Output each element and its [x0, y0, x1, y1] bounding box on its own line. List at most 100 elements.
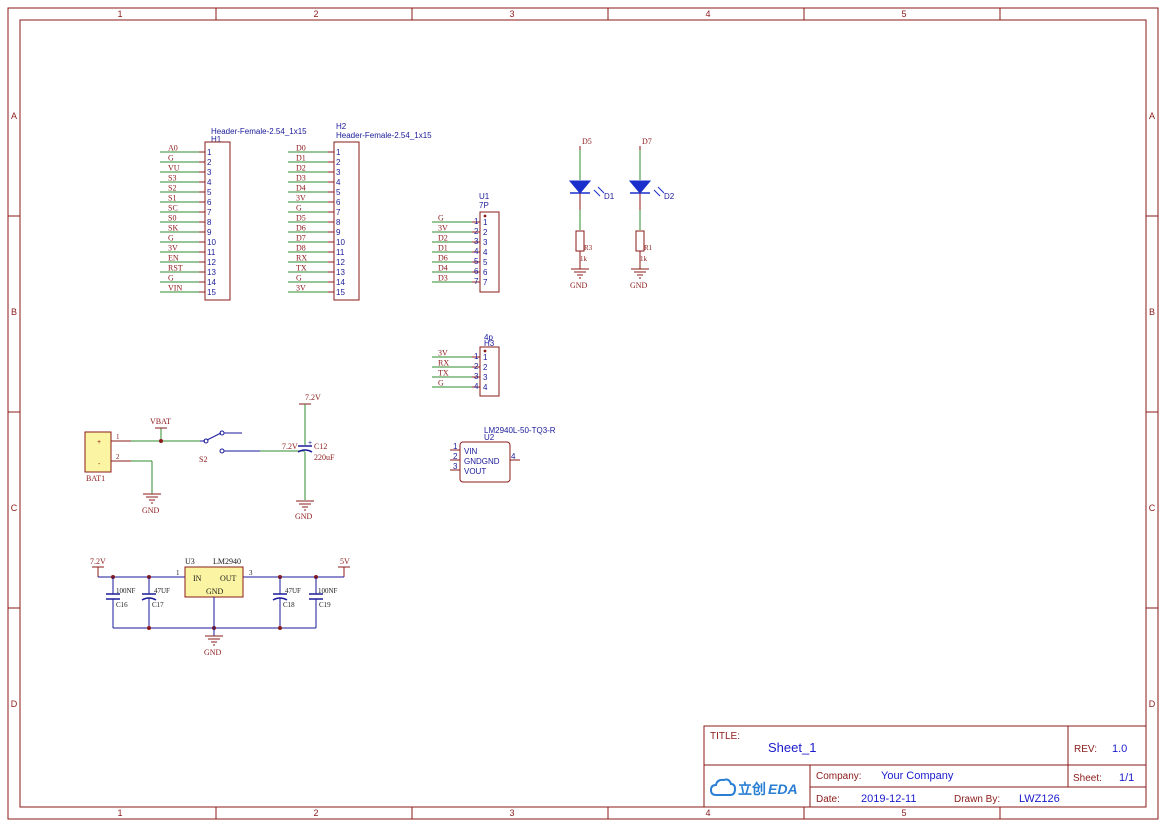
sheet-title: Sheet_1 [768, 740, 816, 755]
led1-net-label: D5 [582, 137, 592, 146]
led-d2-symbol [628, 180, 652, 194]
h2-pin-number: 4 [336, 178, 341, 187]
u1-pin-number-outer: 3 [474, 237, 479, 246]
h1-pin-number: 1 [207, 148, 212, 157]
h1-designator: H1 [211, 135, 222, 144]
h1-net-label: VIN [168, 284, 182, 293]
u1-pin-number-inner: 2 [483, 228, 488, 237]
h2-pin-number: 9 [336, 228, 341, 237]
c12-gnd-label: GND [295, 512, 313, 521]
resistor-r1 [635, 230, 645, 252]
h2-net-label: RX [296, 254, 307, 263]
battery-circuit: + - BAT1 1 2 VBAT GND S2 7.2V [84, 393, 335, 521]
u2-pin3-number: 3 [453, 462, 458, 471]
h3-net-label: G [438, 379, 444, 388]
h2-net-label: G [296, 274, 302, 283]
drawn-by-label: Drawn By: [954, 794, 1000, 805]
reg-u3-body [184, 566, 244, 598]
h1-net-label: SC [168, 204, 178, 213]
h3-pin-number-inner: 1 [483, 353, 488, 362]
u2-designator: U2 [484, 433, 495, 442]
battery-gnd-label: GND [142, 506, 160, 515]
row-label-right-b: B [1149, 307, 1155, 317]
led-channel-1: D5 D1 R3 1k GND [568, 137, 615, 290]
reg-pin-in-number: 1 [176, 569, 180, 577]
resistor-r3 [575, 230, 585, 252]
h1-pin-number: 2 [207, 158, 212, 167]
switch-s2-designator: S2 [199, 455, 207, 464]
cap-c19: 100NF C19 [309, 575, 338, 628]
h2-net-label: D2 [296, 164, 306, 173]
h1-net-label: RST [168, 264, 183, 273]
cap-c17: 47UF C17 [141, 575, 170, 628]
regulator-u2: LM2940L-50-TQ3-R U2 1 2 3 4 VIN GNDGND V… [450, 426, 556, 483]
title-label: TITLE: [710, 731, 740, 742]
cap-c19-value: 100NF [318, 587, 338, 595]
u1-pin-number-outer: 7 [474, 277, 479, 286]
h2-pin-number: 11 [336, 248, 345, 257]
u1-designator: U1 [479, 192, 490, 201]
h2-net-label: D4 [296, 184, 306, 193]
h1-net-label: S3 [168, 174, 176, 183]
company-label: Company: [816, 771, 862, 782]
h1-net-label: G [168, 274, 174, 283]
logo-text-en: EDA [768, 781, 798, 797]
resistor-r3-value: 1k [580, 255, 588, 263]
battery-designator: BAT1 [86, 474, 105, 483]
h2-pin-number: 13 [336, 268, 345, 277]
h2-net-label: D6 [296, 224, 306, 233]
cloud-icon [709, 778, 737, 796]
h2-pin-number: 2 [336, 158, 341, 167]
led-d1-light-arrows [593, 186, 605, 197]
row-label-left-d: D [11, 699, 18, 709]
u1-net-label: G [438, 214, 444, 223]
reg-gnd-symbol [205, 635, 223, 646]
cap-c16-designator: C16 [116, 601, 128, 609]
resistor-r1-value: 1k [640, 255, 648, 263]
h3-pin-number-inner: 2 [483, 363, 488, 372]
row-label-left-b: B [11, 307, 17, 317]
c12-plus: + [308, 440, 312, 447]
u1-pin-number-outer: 5 [474, 257, 479, 266]
c12-designator: C12 [314, 442, 327, 451]
battery-bat1-body [84, 431, 112, 473]
reg-out-label: OUT [220, 574, 237, 583]
h3-pin-number-outer: 1 [474, 352, 479, 361]
reg-gnd-label: GND [204, 648, 222, 657]
date-value: 2019-12-11 [861, 793, 916, 805]
drawn-by-value: LWZ126 [1019, 793, 1060, 805]
h1-pin-number: 14 [207, 278, 216, 287]
h1-part-name: Header-Female-2.54_1x15 [211, 127, 307, 136]
col-label-top-1: 1 [117, 9, 122, 19]
row-label-right-d: D [1149, 699, 1156, 709]
cap-c16-value: 100NF [116, 587, 136, 595]
h3-pin1-marker [483, 349, 487, 353]
led-d2-designator: D2 [664, 192, 675, 201]
h1-pin-number: 9 [207, 228, 212, 237]
h3-pin-number-outer: 3 [474, 372, 479, 381]
col-label-top-5: 5 [901, 9, 906, 19]
u2-pin-vin: VIN [464, 447, 478, 456]
battery-minus-sign: - [98, 461, 101, 468]
frame-labels: 1 2 3 4 5 1 2 3 4 5 A B C D A B C D [11, 9, 1156, 818]
led-d1-symbol [568, 180, 592, 194]
reg-u3-part: LM2940 [213, 557, 241, 566]
vbat-junction [159, 439, 163, 443]
row-label-left-c: C [11, 503, 18, 513]
u1-pin1-marker [483, 214, 487, 218]
col-label-top-4: 4 [705, 9, 710, 19]
h1-pin-number: 10 [207, 238, 216, 247]
h2-pin-number: 12 [336, 258, 345, 267]
u1-net-label: D6 [438, 254, 448, 263]
h3-pin-number-inner: 3 [483, 373, 488, 382]
u1-net-label: 3V [438, 224, 448, 233]
c12-gnd-symbol [296, 500, 314, 511]
h3-net-label: 3V [438, 349, 448, 358]
row-label-right-c: C [1149, 503, 1156, 513]
h1-net-label: S1 [168, 194, 176, 203]
u2-pin-vout: VOUT [464, 467, 486, 476]
h2-net-label: D0 [296, 144, 306, 153]
